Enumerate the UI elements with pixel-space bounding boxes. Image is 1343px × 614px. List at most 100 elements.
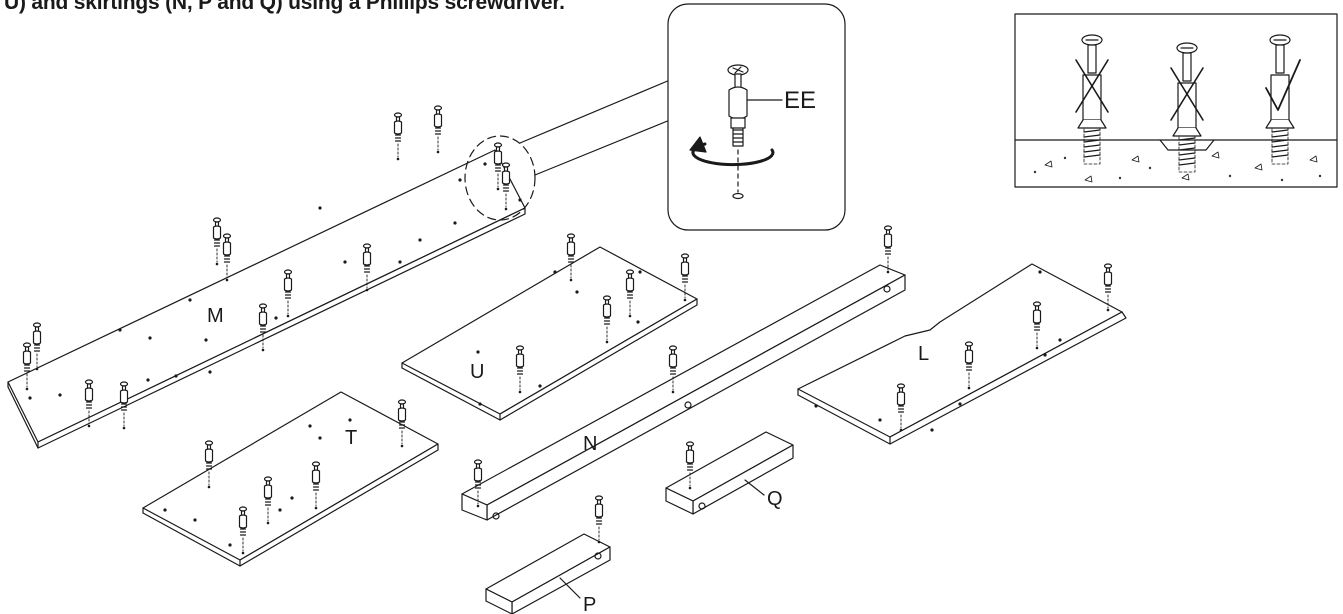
cam-bolt-icon: [1032, 301, 1042, 350]
check-mark-icon: [1265, 59, 1301, 111]
cam-bolt-large-icon: [727, 64, 783, 200]
hole-dot: [188, 298, 192, 302]
cam-bolt-icon: [32, 322, 42, 371]
hole-dot: [483, 162, 487, 166]
part-label-t: T: [345, 427, 357, 449]
part-label-n: N: [583, 433, 597, 455]
cam-bolt-icon: [258, 303, 268, 352]
hole-dot: [228, 543, 232, 547]
cam-bolt-icon: [566, 233, 576, 282]
cam-bolt-icon: [311, 461, 321, 510]
cam-bolt-icon: [362, 243, 372, 292]
cam-bolt-icon: [204, 440, 214, 489]
hole-dot: [575, 290, 579, 294]
hole-dot: [1038, 270, 1042, 274]
cam-bolt-icon: [393, 112, 403, 161]
cam-bolt-icon: [119, 381, 129, 430]
inset-bolt-icon: [1265, 34, 1301, 165]
cam-bolt-icon: [515, 345, 525, 394]
part-label-p: P: [583, 594, 596, 614]
part-label-q: Q: [767, 488, 783, 510]
skirting-q: [665, 431, 794, 515]
cam-bolt-icon: [397, 399, 407, 448]
hole-dot: [118, 328, 122, 332]
hole-dot: [878, 418, 882, 422]
inset-bolt-comparison: [1075, 34, 1301, 173]
cam-bolt-icon: [84, 379, 94, 428]
hole-dot: [638, 270, 642, 274]
cross-mark-icon: [1075, 59, 1109, 113]
cam-bolt-icon: [283, 269, 293, 318]
cam-bolt-icon: [1103, 263, 1113, 312]
cam-bolt-icon: [964, 341, 974, 390]
cam-bolt-icon: [668, 345, 678, 394]
cam-bolt-icon: [473, 459, 483, 508]
hole-dot: [538, 384, 542, 388]
cam-bolt-icon: [602, 295, 612, 344]
part-label-m: M: [207, 305, 224, 327]
hole-dot: [318, 206, 322, 210]
hole-dot: [208, 370, 212, 374]
panel-u: [401, 246, 698, 421]
cam-bolt-icon: [625, 269, 635, 318]
hole-dot: [476, 350, 480, 354]
cam-bolt-icon: [680, 253, 690, 302]
hole-dot: [174, 374, 178, 378]
cam-bolt-icon: [22, 342, 32, 391]
panel-l: [797, 263, 1127, 445]
part-label-l: L: [918, 343, 929, 365]
cam-bolt-icon: [238, 506, 248, 555]
instruction-caption: U) and skirtings (N, P and Q) using a Ph…: [4, 0, 565, 14]
cam-bolt-icon: [896, 383, 906, 432]
skirting-p: [485, 533, 611, 614]
hole-dot: [163, 508, 167, 512]
cam-bolt-icon: [685, 441, 695, 490]
cam-bolt-icon: [433, 105, 443, 154]
cam-bolt-icon: [501, 162, 511, 211]
hole-dot: [478, 402, 482, 406]
hole-dot: [518, 198, 522, 202]
hole-dot: [453, 221, 457, 225]
hole-dot: [146, 378, 150, 382]
inset-bolt-icon: [1170, 42, 1204, 173]
hole-dot: [636, 320, 640, 324]
cam-bolt-icon: [212, 217, 222, 266]
hole-dot: [348, 418, 352, 422]
hole-dot: [343, 260, 347, 264]
hole-dot: [958, 402, 962, 406]
hole-dot: [398, 260, 402, 264]
panel-m: [7, 149, 526, 449]
cam-bolt-icon: [594, 495, 604, 544]
callout-label-ee: EE: [784, 87, 816, 114]
rotation-arrow-icon: [689, 136, 775, 167]
cam-bolt-icon: [883, 225, 893, 274]
inset-debris: [1033, 151, 1322, 183]
cam-bolt-icon: [222, 233, 232, 282]
skirting-n: [461, 264, 906, 521]
hole-dot: [28, 396, 32, 400]
cross-mark-icon: [1170, 67, 1204, 121]
hole-dot: [418, 238, 422, 242]
part-label-u: U: [470, 361, 484, 383]
pre-drilled-holes: [28, 162, 1062, 547]
hole-dot: [814, 404, 818, 408]
hole-dot: [290, 496, 294, 500]
callout-bubble: [464, 3, 846, 231]
hole-dot: [458, 178, 462, 182]
hole-dot: [193, 518, 197, 522]
hole-dot: [930, 428, 934, 432]
cam-bolt-icon: [493, 142, 503, 191]
hole-dot: [318, 436, 322, 440]
hole-dot: [274, 316, 278, 320]
hole-dot: [278, 508, 282, 512]
hole-dot: [58, 393, 62, 397]
inset-bolt-icon: [1075, 34, 1109, 165]
hole-dot: [1043, 353, 1047, 357]
hole-dot: [308, 424, 312, 428]
panel-t: [142, 391, 439, 567]
hole-dot: [553, 270, 557, 274]
cam-bolts: [22, 105, 1113, 555]
cam-bolt-icon: [263, 476, 273, 525]
hole-dot: [204, 338, 208, 342]
